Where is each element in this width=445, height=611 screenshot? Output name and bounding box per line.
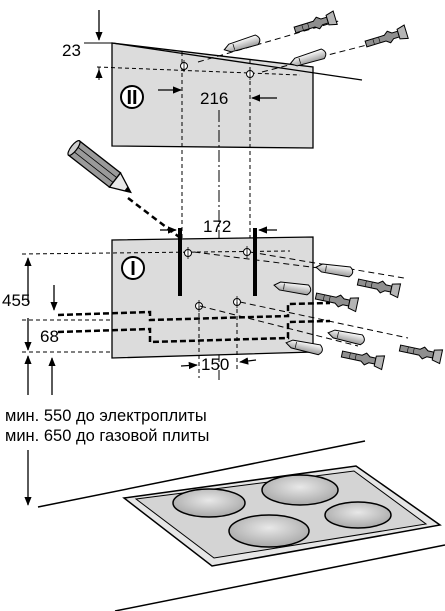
panel-label-I: I — [121, 256, 145, 280]
wall-plug-icon — [314, 261, 354, 278]
dim-455-group: 455 — [2, 257, 58, 311]
screw-anchor-icon — [363, 24, 409, 52]
panel-label-II-text: II — [126, 87, 137, 109]
wall-plug-icon — [288, 47, 328, 70]
panel-label-I-text: I — [130, 258, 136, 280]
burner-rear-left — [172, 488, 246, 518]
screw-anchor-icon — [340, 346, 386, 371]
dim-150: 150 — [201, 355, 229, 374]
upper-hole-left — [180, 60, 188, 72]
screw-anchor-icon — [356, 274, 402, 299]
burner-front-right — [324, 501, 392, 529]
lower-fixings — [193, 251, 444, 371]
dim-68-group: 68 — [22, 318, 112, 395]
dim-455: 455 — [2, 291, 30, 310]
upper-hole-right — [246, 68, 254, 80]
lower-hole-left — [184, 247, 192, 259]
upper-fixings — [197, 10, 409, 73]
note-gas-min: мин. 650 до газовой плиты — [5, 427, 209, 445]
dim-23: 23 — [62, 41, 81, 60]
burner-rear-right — [261, 474, 339, 506]
pencil-icon — [67, 139, 132, 194]
burner-front-left — [228, 514, 310, 548]
screw-anchor-icon — [314, 288, 360, 313]
dim-172: 172 — [203, 217, 231, 236]
upper-template: II 216 — [96, 42, 363, 380]
note-electric-min: мин. 550 до электроплиты — [5, 407, 207, 425]
screw-anchor-icon — [398, 340, 444, 365]
dim-216: 216 — [200, 89, 228, 108]
worktop — [37, 440, 445, 611]
panel-label-II: II — [120, 85, 144, 109]
lower-template: 172 I 1 — [21, 217, 331, 378]
wall-top-edge — [111, 42, 363, 81]
dim-68: 68 — [40, 327, 59, 346]
wall-plug-icon — [222, 33, 262, 56]
cooktop — [122, 465, 442, 567]
dim-23-group: 23 — [62, 10, 112, 80]
